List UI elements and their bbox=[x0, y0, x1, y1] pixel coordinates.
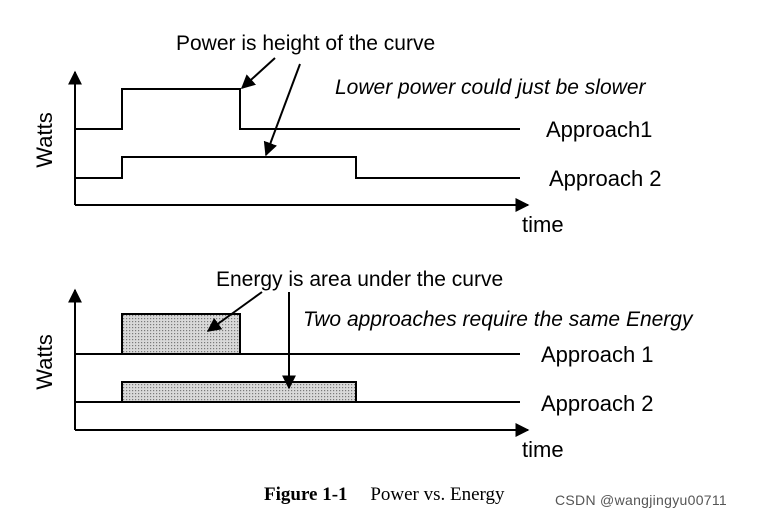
bottom-callout-energy: Energy is area under the curve bbox=[216, 268, 503, 291]
top-approach2-curve bbox=[75, 156, 520, 179]
figure-caption: Figure 1-1 Power vs. Energy bbox=[264, 484, 505, 505]
bottom-approach1-label: Approach 1 bbox=[541, 342, 654, 367]
top-callout-power: Power is height of the curve bbox=[176, 32, 435, 55]
figure-number: Figure 1-1 bbox=[264, 484, 348, 505]
top-callout-slower: Lower power could just be slower bbox=[335, 76, 646, 99]
figure-title: Power vs. Energy bbox=[370, 484, 505, 505]
bottom-panel: Watts time Approach 1 Approach 2 Energy … bbox=[32, 268, 694, 462]
top-approach1-curve bbox=[75, 88, 520, 130]
bottom-x-label: time bbox=[522, 437, 564, 462]
top-y-label: Watts bbox=[32, 112, 57, 167]
top-x-label: time bbox=[522, 212, 564, 237]
top-arrow-to-approach2 bbox=[263, 63, 301, 157]
bottom-callout-same: Two approaches require the same Energy bbox=[303, 308, 694, 331]
bottom-y-label: Watts bbox=[32, 334, 57, 389]
bottom-arrow-to-approach1 bbox=[206, 291, 263, 332]
bottom-approach2-energy-area bbox=[121, 381, 357, 403]
bottom-approach2-label: Approach 2 bbox=[541, 391, 654, 416]
watermark: CSDN @wangjingyu00711 bbox=[555, 492, 728, 508]
top-panel: Watts time Approach1 Approach 2 Power is… bbox=[32, 32, 662, 237]
top-approach1-label: Approach1 bbox=[546, 117, 652, 142]
top-arrow-to-approach1 bbox=[240, 57, 276, 89]
top-approach2-label: Approach 2 bbox=[549, 166, 662, 191]
